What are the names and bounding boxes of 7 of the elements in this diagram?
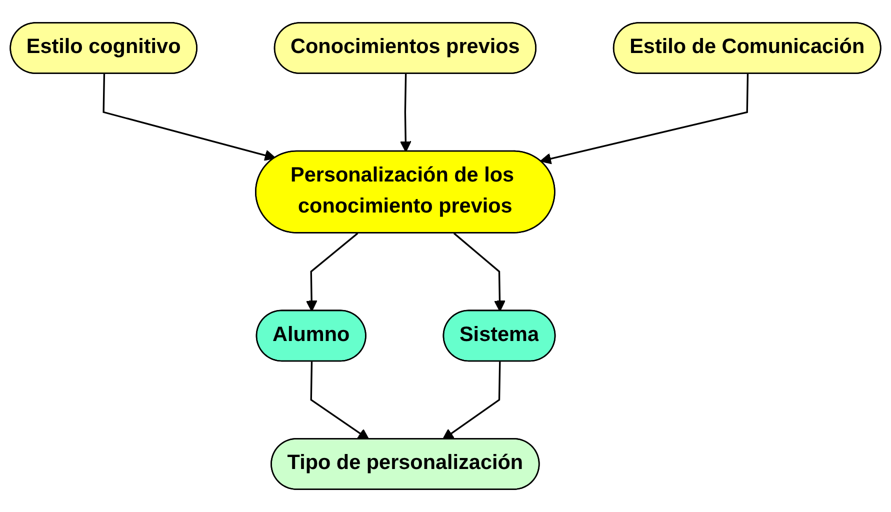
arrow <box>400 74 412 152</box>
arrow <box>453 232 506 312</box>
arrow <box>442 362 501 440</box>
arrow <box>306 232 358 312</box>
arrow <box>540 74 749 164</box>
arrow <box>310 362 370 440</box>
arrow <box>102 74 276 161</box>
